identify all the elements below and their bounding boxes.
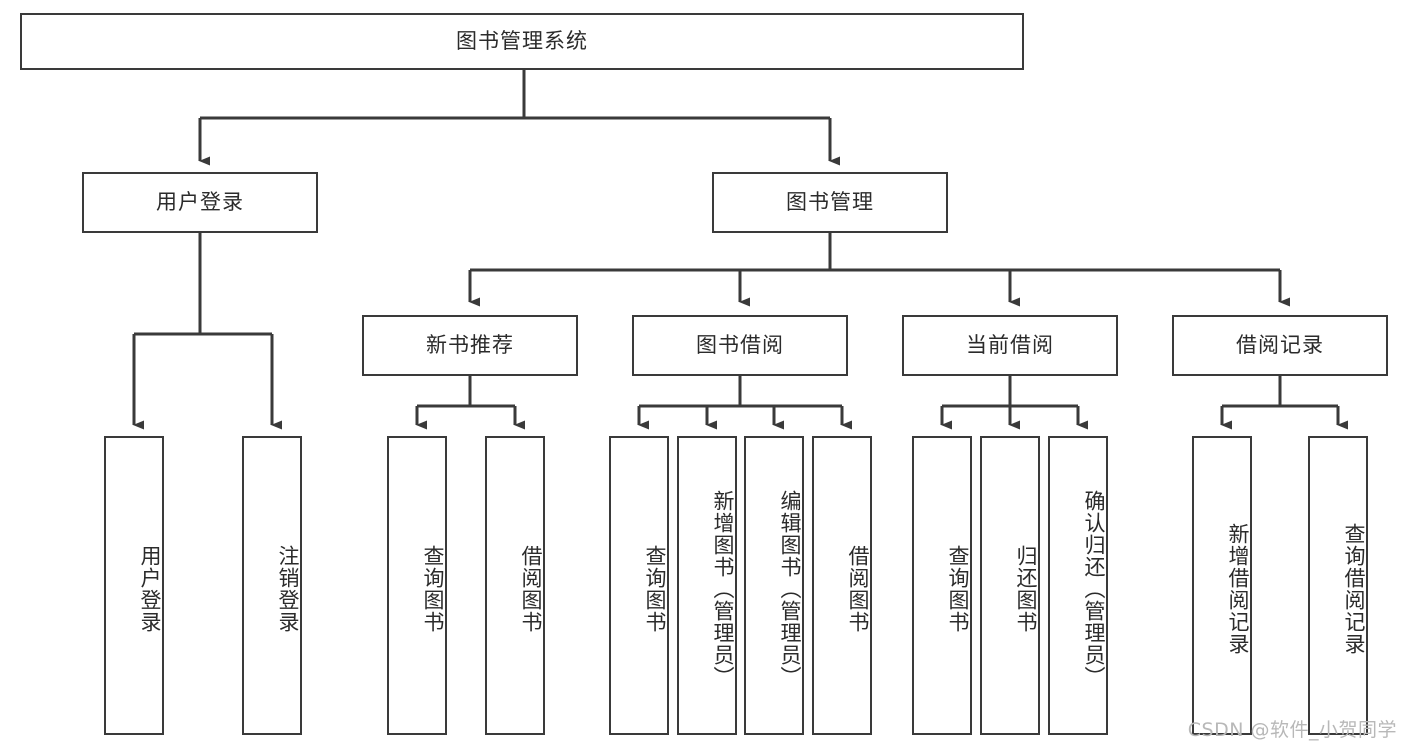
edge-user-login-to-leaves bbox=[132, 233, 282, 430]
leaf-query-book-current[interactable]: 查询图书 bbox=[912, 436, 972, 735]
leaf-logout-login[interactable]: 注销登录 bbox=[242, 436, 302, 735]
edge-new-book-recommend-to-leaves bbox=[415, 376, 525, 430]
edge-book-manage-to-level3 bbox=[468, 233, 1290, 307]
leaf-query-book-borrow[interactable]: 查询图书 bbox=[609, 436, 669, 735]
leaf-add-book-admin[interactable]: 新增图书（管理员） bbox=[677, 436, 737, 735]
leaf-add-borrow-record[interactable]: 新增借阅记录 bbox=[1192, 436, 1252, 735]
leaf-query-borrow-record[interactable]: 查询借阅记录 bbox=[1308, 436, 1368, 735]
node-root-system[interactable]: 图书管理系统 bbox=[20, 13, 1024, 70]
edge-book-borrow-to-leaves bbox=[637, 376, 852, 430]
node-borrow-record[interactable]: 借阅记录 bbox=[1172, 315, 1388, 376]
node-new-book-recommend[interactable]: 新书推荐 bbox=[362, 315, 578, 376]
leaf-confirm-return-admin[interactable]: 确认归还（管理员） bbox=[1048, 436, 1108, 735]
node-current-borrow[interactable]: 当前借阅 bbox=[902, 315, 1118, 376]
leaf-query-book-recommend[interactable]: 查询图书 bbox=[387, 436, 447, 735]
leaf-user-login[interactable]: 用户登录 bbox=[104, 436, 164, 735]
edge-root-to-level2 bbox=[198, 70, 840, 166]
leaf-borrow-book[interactable]: 借阅图书 bbox=[812, 436, 872, 735]
edge-borrow-record-to-leaves bbox=[1220, 376, 1348, 430]
node-user-login[interactable]: 用户登录 bbox=[82, 172, 318, 233]
node-book-borrow[interactable]: 图书借阅 bbox=[632, 315, 848, 376]
leaf-borrow-book-recommend[interactable]: 借阅图书 bbox=[485, 436, 545, 735]
leaf-edit-book-admin[interactable]: 编辑图书（管理员） bbox=[744, 436, 804, 735]
edge-current-borrow-to-leaves bbox=[940, 376, 1088, 430]
leaf-return-book[interactable]: 归还图书 bbox=[980, 436, 1040, 735]
node-book-manage[interactable]: 图书管理 bbox=[712, 172, 948, 233]
